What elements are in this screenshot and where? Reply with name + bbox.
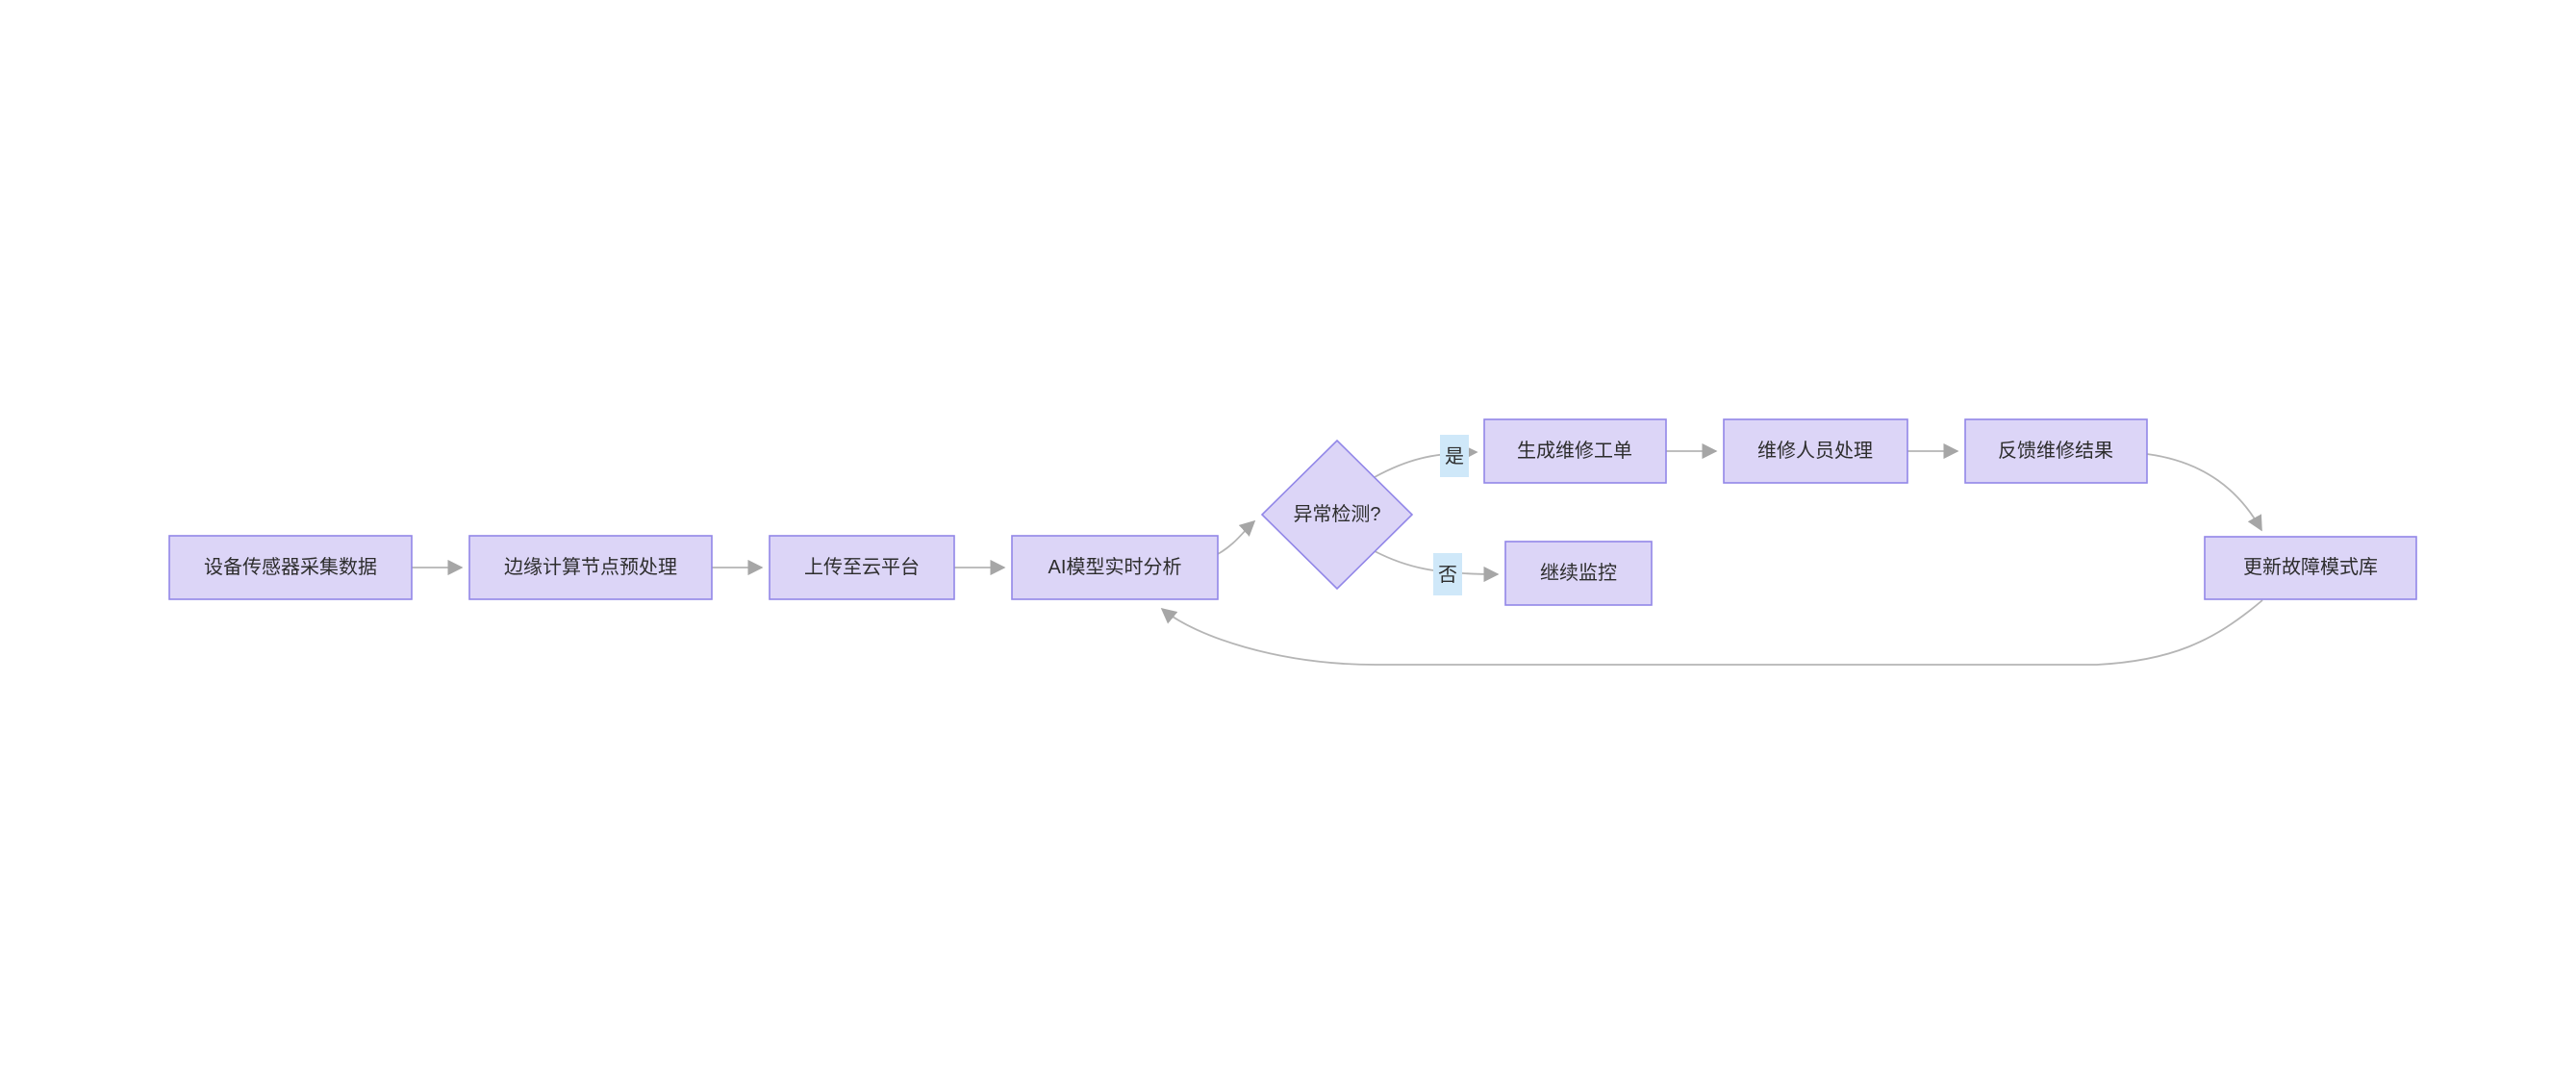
node-collect-sensor-data[interactable]: 设备传感器采集数据 — [168, 535, 413, 600]
node-collect-sensor-data-label: 设备传感器采集数据 — [204, 556, 377, 578]
node-anomaly-decision-label: 异常检测? — [1293, 503, 1380, 525]
node-edge-preprocess-label: 边缘计算节点预处理 — [504, 556, 677, 578]
edge-label-yes-bg — [1440, 435, 1469, 477]
node-edge-preprocess[interactable]: 边缘计算节点预处理 — [468, 535, 713, 600]
node-continue-monitoring-shape — [1504, 541, 1653, 606]
edge-anomaly-no-to-monitor — [1374, 550, 1500, 583]
edges-layer — [412, 442, 2263, 666]
node-create-work-order[interactable]: 生成维修工单 — [1483, 418, 1667, 484]
node-ai-analysis-shape — [1011, 535, 1219, 600]
node-continue-monitoring-label: 继续监控 — [1540, 562, 1617, 584]
node-update-fault-library-label: 更新故障模式库 — [2243, 556, 2378, 578]
edge-feedback-to-update — [2146, 453, 2262, 532]
node-maintenance-handle-shape — [1723, 418, 1908, 484]
edge-label-no-bg — [1433, 553, 1462, 595]
node-maintenance-handle-label: 维修人员处理 — [1757, 440, 1873, 462]
node-upload-cloud-label: 上传至云平台 — [804, 556, 920, 578]
edge-label-yes-text: 是 — [1445, 446, 1464, 467]
node-upload-cloud[interactable]: 上传至云平台 — [769, 535, 955, 600]
node-create-work-order-label: 生成维修工单 — [1517, 440, 1632, 462]
node-maintenance-handle[interactable]: 维修人员处理 — [1723, 418, 1908, 484]
edge-labels-layer: 是 否 — [1433, 435, 1469, 595]
node-continue-monitoring[interactable]: 继续监控 — [1504, 541, 1653, 606]
node-anomaly-decision[interactable]: 异常检测? — [1260, 439, 1414, 591]
node-collect-sensor-data-shape — [168, 535, 413, 600]
node-feedback-result-label: 反馈维修结果 — [1998, 440, 2113, 462]
edge-label-yes: 是 — [1440, 435, 1469, 477]
edge-update-loop-to-analysis — [1160, 599, 2263, 666]
node-update-fault-library-shape — [2204, 536, 2417, 600]
node-ai-analysis[interactable]: AI模型实时分析 — [1011, 535, 1219, 600]
edge-label-no-text: 否 — [1438, 565, 1457, 586]
node-create-work-order-shape — [1483, 418, 1667, 484]
node-feedback-result-shape — [1964, 418, 2148, 484]
node-feedback-result[interactable]: 反馈维修结果 — [1964, 418, 2148, 484]
edge-label-no: 否 — [1433, 553, 1462, 595]
edge-analysis-to-anomaly — [1217, 519, 1256, 555]
node-update-fault-library[interactable]: 更新故障模式库 — [2204, 536, 2417, 600]
node-ai-analysis-label: AI模型实时分析 — [1048, 556, 1182, 578]
node-upload-cloud-shape — [769, 535, 955, 600]
nodes-layer: 设备传感器采集数据 边缘计算节点预处理 上传至云平台 AI模型实时分析 异常检测… — [168, 418, 2417, 606]
node-edge-preprocess-shape — [468, 535, 713, 600]
node-anomaly-decision-shape — [1260, 439, 1414, 591]
